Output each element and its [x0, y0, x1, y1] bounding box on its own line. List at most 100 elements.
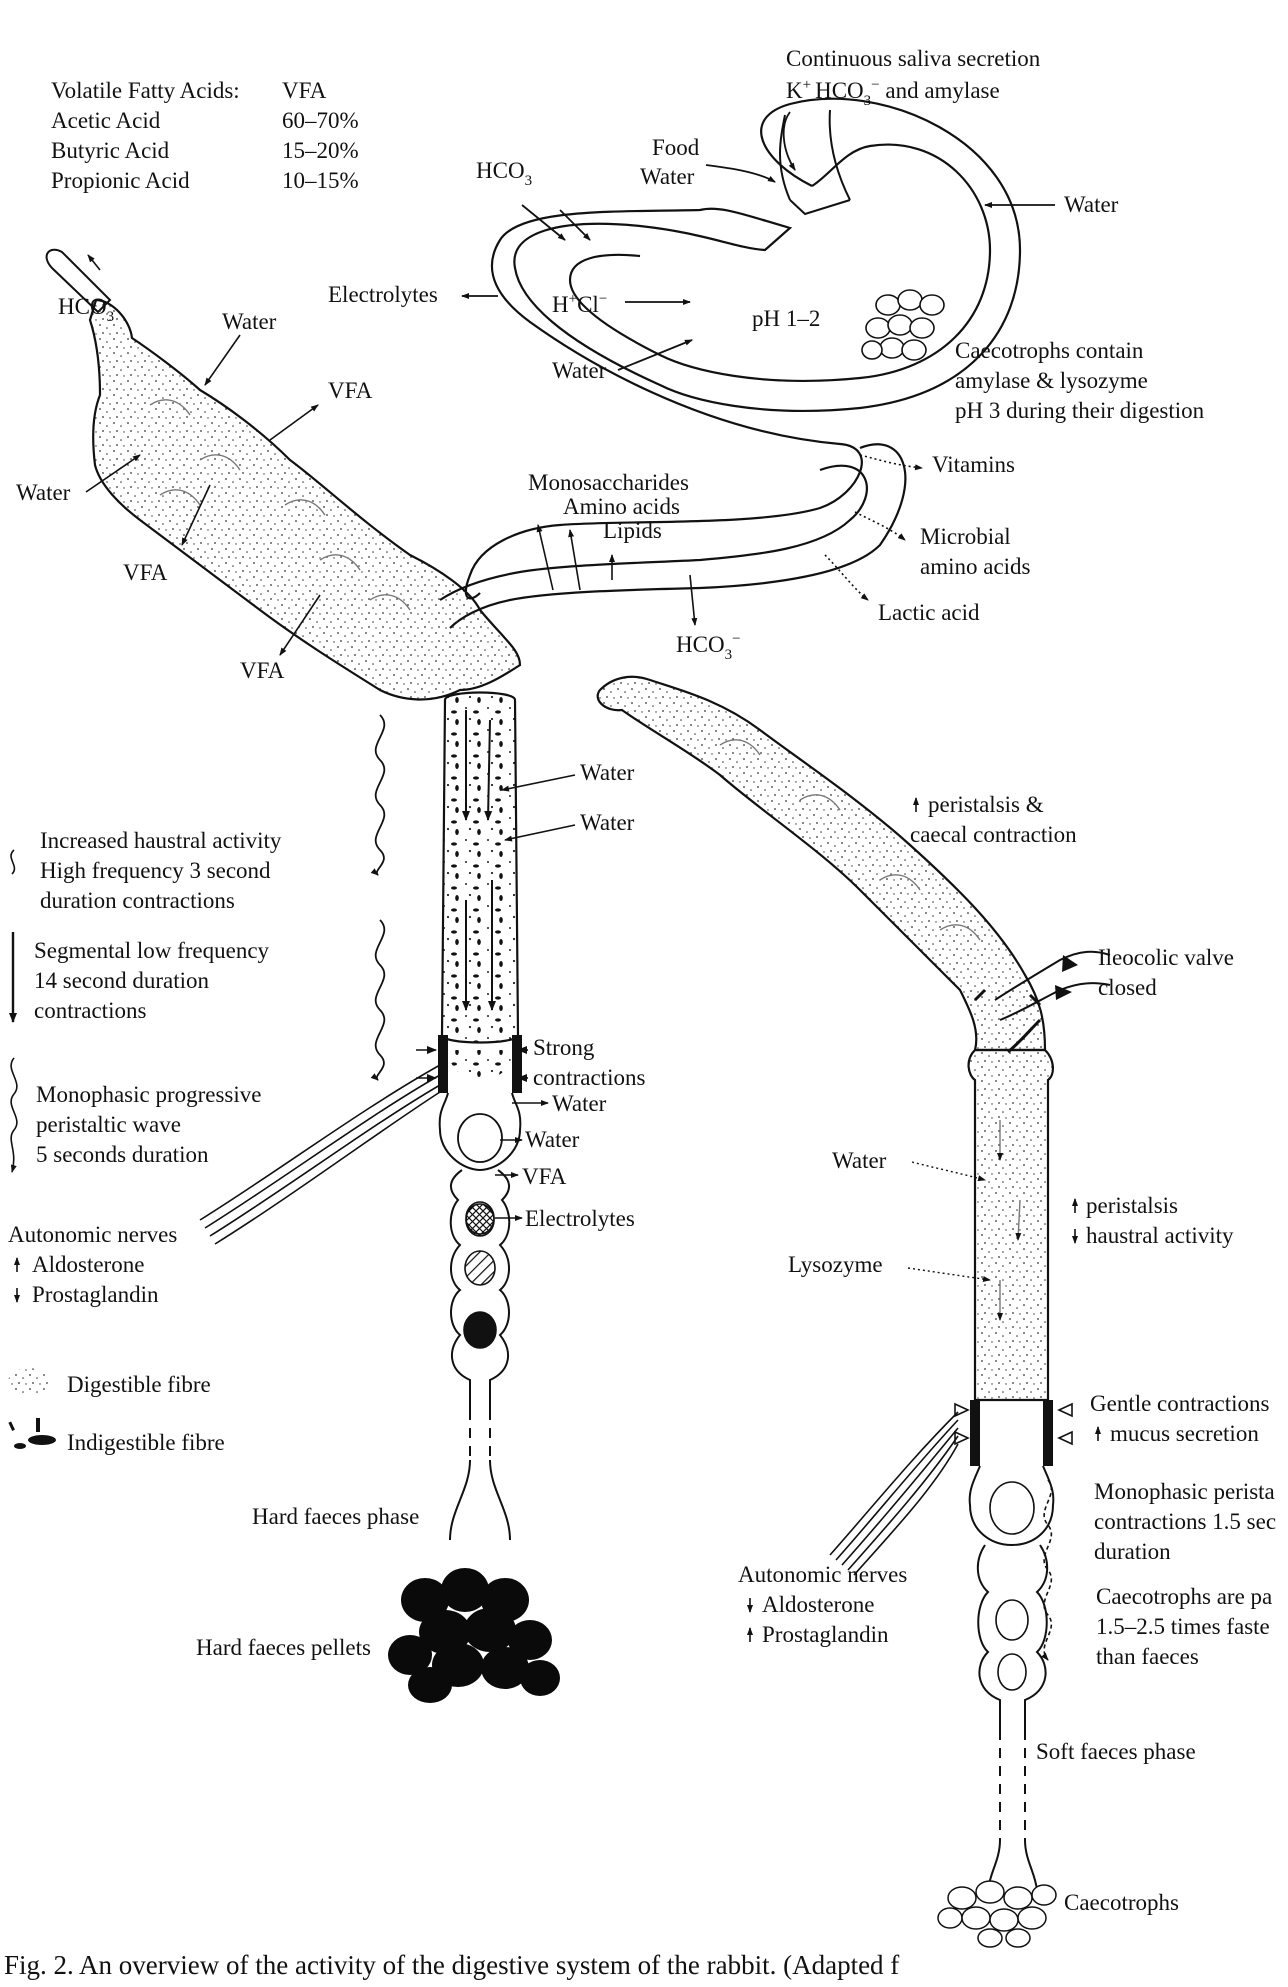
- monophasic-right-line3: duration: [1094, 1539, 1171, 1564]
- stomach-outer-wall: [464, 97, 1022, 600]
- water-label-4: Water: [525, 1127, 580, 1152]
- prostaglandin-label-left: Prostaglandin: [32, 1282, 159, 1307]
- caecotrophs-pass-line2: 1.5–2.5 times faste: [1096, 1614, 1270, 1639]
- vfa-table-header: Volatile Fatty Acids:: [51, 78, 240, 103]
- food-label: Food: [652, 135, 700, 160]
- right-colon: [967, 1048, 1055, 1891]
- gentle-contractions-line1: Gentle contractions: [1090, 1391, 1270, 1416]
- aldosterone-label-right: Aldosterone: [762, 1592, 874, 1617]
- ileocolic-valve-line2: closed: [1098, 975, 1157, 1000]
- segmental-line1: Segmental low frequency: [34, 938, 270, 963]
- hco3-tip-label: HCO3: [58, 294, 114, 325]
- left-colon-arrows: [416, 774, 576, 1221]
- lysozyme-label: Lysozyme: [788, 1252, 883, 1277]
- segmental-line3: contractions: [34, 998, 146, 1023]
- ph-label: pH 1–2: [752, 306, 820, 331]
- small-intestine-labels: Vitamins Monosaccharides Amino acids Lip…: [528, 452, 1031, 663]
- caecotrophs-contain-line2: amylase & lysozyme: [955, 368, 1148, 393]
- esophagus-entry: [779, 109, 851, 216]
- strong-contractions-line2: contractions: [533, 1065, 645, 1090]
- left-nerve-bundle: [199, 1064, 441, 1245]
- right-side-arrows: [907, 1161, 991, 1282]
- peristalsis-top-line2: caecal contraction: [910, 822, 1077, 847]
- vfa-row-propionic: Propionic Acid: [51, 168, 190, 193]
- ileocolic-valve-line1: Ileocolic valve: [1098, 945, 1234, 970]
- vitamins-label: Vitamins: [932, 452, 1015, 477]
- left-colon-labels: Water Water Strong contractions Water Wa…: [196, 760, 645, 1660]
- haustral-line1: Increased haustral activity: [40, 828, 282, 853]
- monophasic-wave-icon: [10, 1057, 18, 1173]
- pellet-dark: [463, 1311, 497, 1349]
- hard-faeces-phase-label: Hard faeces phase: [252, 1504, 419, 1529]
- colon-upper-body: [440, 691, 520, 1044]
- lipids-label: Lipids: [603, 518, 662, 543]
- caecotrophs-in-stomach: [861, 289, 945, 361]
- vfa-label-3: VFA: [240, 658, 285, 683]
- caecotrophs-pass-line1: Caecotrophs are pa: [1096, 1584, 1272, 1609]
- gentle-contractions-line2: mucus secretion: [1110, 1421, 1259, 1446]
- vfa-label-1: VFA: [328, 378, 373, 403]
- vfa-label-2: VFA: [123, 560, 168, 585]
- vfa-table: Volatile Fatty Acids: VFA Acetic Acid 60…: [51, 78, 359, 193]
- electrolytes-colon-label: Electrolytes: [525, 1206, 635, 1231]
- aldosterone-label-left: Aldosterone: [32, 1252, 144, 1277]
- microbial-label-line1: Microbial: [920, 524, 1011, 549]
- caecotrophs-label: Caecotrophs: [1064, 1890, 1179, 1915]
- caecotrophs-pass-line3: than faeces: [1096, 1644, 1199, 1669]
- microbial-label-line2: amino acids: [920, 554, 1031, 579]
- amino-acids-label: Amino acids: [563, 494, 680, 519]
- left-colon: [438, 691, 522, 1541]
- water-top-label: Water: [222, 309, 277, 334]
- caecotrophs-contain-line1: Caecotrophs contain: [955, 338, 1144, 363]
- stomach-arrows: [461, 111, 1055, 371]
- segmental-line2: 14 second duration: [34, 968, 210, 993]
- indigestible-fibre-label: Indigestible fibre: [67, 1430, 225, 1455]
- caecotrophs-contain-line3: pH 3 during their digestion: [955, 398, 1205, 423]
- soft-faeces-phase-label: Soft faeces phase: [1036, 1739, 1196, 1764]
- vfa-table-header-value: VFA: [282, 78, 327, 103]
- water-label-3: Water: [552, 1091, 607, 1116]
- autonomic-label-left: Autonomic nerves: [8, 1222, 177, 1247]
- digestible-fibre-swatch: [8, 1368, 48, 1396]
- stomach-and-small-intestine: [439, 97, 1022, 629]
- strong-contractions-line1: Strong: [533, 1035, 595, 1060]
- stomach-inner-wall: [568, 143, 992, 382]
- saliva-label-line2: K+HCO3− and amylase: [786, 77, 1000, 109]
- wave-symbol-right: [1041, 1479, 1053, 1661]
- water-label-1: Water: [580, 760, 635, 785]
- caecotrophs-pile: [937, 1880, 1057, 1948]
- stomach-labels: Continuous saliva secretion K+HCO3− and …: [328, 46, 1205, 423]
- lactic-acid-label: Lactic acid: [878, 600, 980, 625]
- vfa-row-acetic: Acetic Acid: [51, 108, 161, 133]
- small-intestine-inner-wall: [449, 443, 907, 629]
- water-left-label: Water: [16, 480, 71, 505]
- hard-faeces-pellets: [388, 1568, 560, 1703]
- hco3-minus-label: HCO3−: [676, 631, 741, 663]
- haustral-mid-label: haustral activity: [1086, 1223, 1234, 1248]
- water-label-2: Water: [580, 810, 635, 835]
- small-intestine-arrows: [536, 454, 923, 626]
- monosaccharides-label: Monosaccharides: [528, 470, 689, 495]
- figure-caption: Fig. 2. An overview of the activity of t…: [4, 1950, 899, 1980]
- wave-symbols-left: [370, 714, 386, 1081]
- vfa-colon-label: VFA: [522, 1164, 567, 1189]
- electrolytes-label: Electrolytes: [328, 282, 438, 307]
- vfa-row-propionic-value: 10–15%: [282, 168, 359, 193]
- hard-faeces-pellets-label: Hard faeces pellets: [196, 1635, 371, 1660]
- right-side-labels: peristalsis & caecal contraction Ileocol…: [738, 792, 1276, 1915]
- pellet-crosshatch: [465, 1203, 495, 1237]
- saliva-label-line1: Continuous saliva secretion: [786, 46, 1041, 71]
- caecum-tip: [45, 248, 112, 314]
- water-right-label: Water: [1064, 192, 1119, 217]
- water-inner-label: Water: [552, 358, 607, 383]
- haustral-line2: High frequency 3 second: [40, 858, 271, 883]
- monophasic-right-line2: contractions 1.5 sec: [1094, 1509, 1276, 1534]
- gentle-contraction-markers: [954, 1402, 1073, 1446]
- indigestible-fibre-swatch: [8, 1418, 56, 1449]
- small-intestine-outer-wall: [439, 464, 868, 601]
- monophasic-line2: peristaltic wave: [36, 1112, 181, 1137]
- left-caecum-arrows: [85, 254, 321, 656]
- pellet-hatch: [464, 1250, 496, 1286]
- prostaglandin-label-right: Prostaglandin: [762, 1622, 889, 1647]
